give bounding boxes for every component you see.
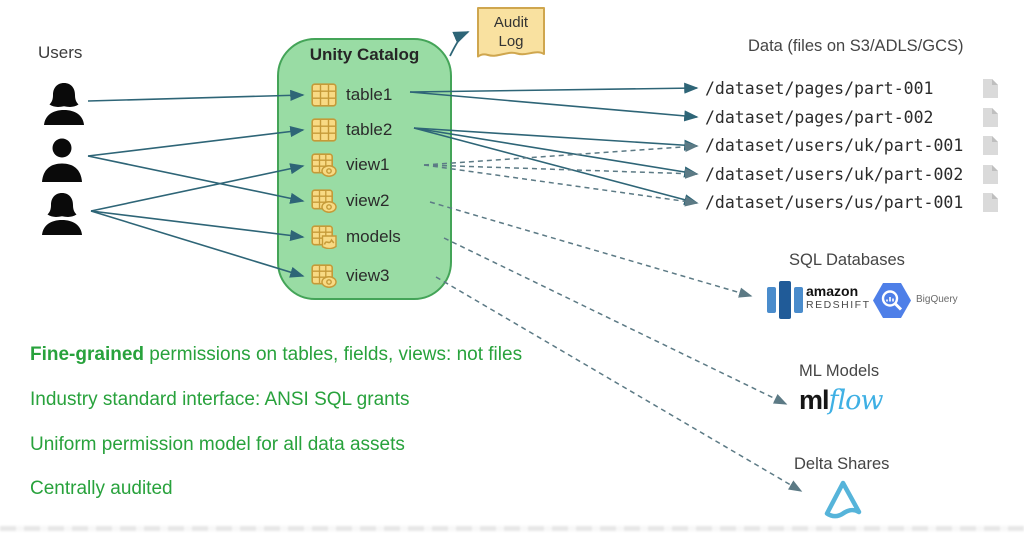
edge-table2-to-path3 bbox=[413, 127, 699, 151]
edge-user3-to-models bbox=[90, 210, 305, 242]
redshift-icon bbox=[767, 281, 803, 319]
catalog-item-label: view1 bbox=[346, 155, 390, 174]
file-path: /dataset/users/uk/part-002 bbox=[705, 165, 964, 184]
audit-log-note-icon bbox=[477, 7, 545, 58]
view-icon bbox=[311, 189, 337, 213]
edge-view2-to-redshift bbox=[429, 201, 753, 298]
view-icon bbox=[311, 153, 337, 177]
edge-view1-to-path3 bbox=[423, 141, 699, 166]
file-path: /dataset/pages/part-001 bbox=[705, 79, 934, 98]
edge-models-to-mlflow bbox=[443, 237, 788, 405]
edge-table1-to-path1 bbox=[409, 82, 699, 94]
catalog-item-view3: view3 bbox=[311, 264, 389, 288]
edge-table2-to-path4 bbox=[413, 127, 699, 178]
file-path: /dataset/pages/part-002 bbox=[705, 108, 934, 127]
edge-view1-to-path4 bbox=[423, 164, 699, 179]
edge-table1-to-path2 bbox=[409, 91, 699, 122]
data-file-row: /dataset/users/uk/part-001 bbox=[705, 135, 1024, 157]
file-path: /dataset/users/us/part-001 bbox=[705, 193, 964, 212]
edge-user3-to-view1 bbox=[90, 163, 305, 212]
data-file-row: /dataset/users/us/part-001 bbox=[705, 192, 1024, 214]
user-female-icon bbox=[42, 193, 82, 235]
edge-view3-to-delta bbox=[435, 276, 803, 492]
delta-shares-title: Delta Shares bbox=[794, 455, 890, 473]
audit-log-label: Audit Log bbox=[493, 14, 529, 50]
catalog-item-view2: view2 bbox=[311, 189, 389, 213]
table-icon bbox=[311, 118, 337, 142]
bigquery-icon bbox=[873, 283, 911, 318]
delta-lake-icon bbox=[824, 480, 862, 519]
edge-user2-to-view2 bbox=[87, 155, 305, 204]
edge-user1-to-table1 bbox=[87, 89, 305, 102]
mlflow-logo: mlflow bbox=[799, 385, 884, 416]
note-fine-grained: Fine-grained permissions on tables, fiel… bbox=[30, 344, 523, 365]
file-icon bbox=[983, 79, 998, 98]
note-industry-standard: Industry standard interface: ANSI SQL gr… bbox=[30, 389, 410, 410]
models-icon bbox=[311, 225, 337, 249]
data-file-row: /dataset/pages/part-002 bbox=[705, 107, 1024, 129]
data-files-title: Data (files on S3/ADLS/GCS) bbox=[748, 37, 964, 55]
edge-view1-to-path5 bbox=[423, 164, 699, 207]
ml-models-title: ML Models bbox=[799, 362, 880, 380]
catalog-to-audit-arrow bbox=[449, 31, 470, 57]
user-male-icon bbox=[42, 138, 82, 182]
catalog-item-label: view3 bbox=[346, 266, 390, 285]
catalog-item-label: table1 bbox=[346, 85, 393, 104]
data-file-row: /dataset/users/uk/part-002 bbox=[705, 164, 1024, 186]
catalog-item-label: view2 bbox=[346, 191, 390, 210]
catalog-item-view1: view1 bbox=[311, 153, 389, 177]
sql-databases-title: SQL Databases bbox=[789, 251, 905, 269]
redshift-wordmark: amazon REDSHIFT bbox=[806, 283, 871, 311]
file-icon bbox=[983, 108, 998, 127]
edge-user2-to-table2 bbox=[87, 125, 305, 157]
catalog-item-models: models bbox=[311, 225, 401, 249]
edge-table2-to-path5 bbox=[413, 127, 699, 206]
catalog-item-label: models bbox=[346, 227, 401, 246]
catalog-item-table1: table1 bbox=[311, 83, 392, 107]
catalog-item-label: table2 bbox=[346, 120, 393, 139]
edge-user3-to-view3 bbox=[90, 210, 305, 278]
note-centrally-audited: Centrally audited bbox=[30, 478, 173, 499]
users-label: Users bbox=[38, 43, 83, 62]
file-icon bbox=[983, 193, 998, 212]
file-icon bbox=[983, 136, 998, 155]
file-path: /dataset/users/uk/part-001 bbox=[705, 136, 964, 155]
note-uniform-permission: Uniform permission model for all data as… bbox=[30, 434, 405, 455]
table-icon bbox=[311, 83, 337, 107]
user-female-icon bbox=[44, 83, 84, 125]
file-icon bbox=[983, 165, 998, 184]
bigquery-label: BigQuery bbox=[916, 294, 958, 305]
unity-catalog-title: Unity Catalog bbox=[309, 45, 420, 64]
data-file-row: /dataset/pages/part-001 bbox=[705, 78, 1024, 100]
view-icon bbox=[311, 264, 337, 288]
bottom-crop-artifact bbox=[0, 526, 1024, 531]
catalog-item-table2: table2 bbox=[311, 118, 392, 142]
